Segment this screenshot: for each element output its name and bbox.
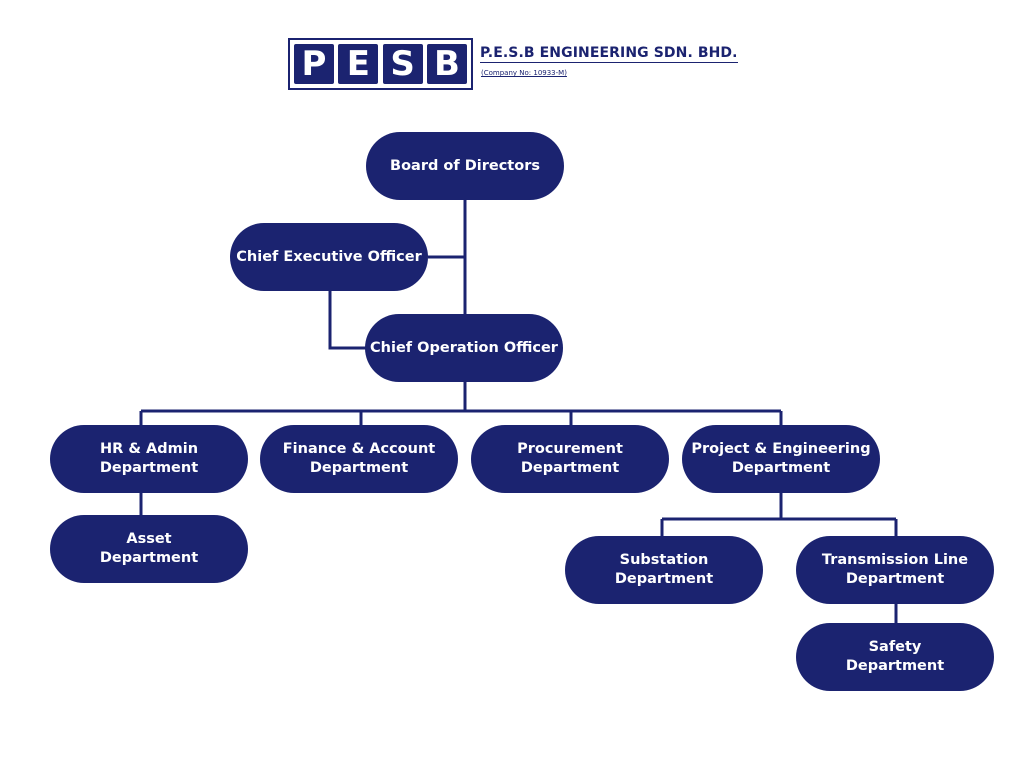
node-label: Department <box>845 658 945 674</box>
node-label: Project & Engineering <box>691 441 871 457</box>
node-safety-department: Safety Department <box>796 623 994 691</box>
node-substation-department: Substation Department <box>565 536 763 604</box>
node-label: Safety <box>868 639 922 655</box>
node-label: Department <box>99 550 199 566</box>
node-transmission-line-department: Transmission Line Department <box>796 536 994 604</box>
node-label: Chief Operation Officer <box>370 339 558 356</box>
node-label: Asset <box>126 531 172 547</box>
connector-ceo-coo <box>328 291 366 350</box>
logo-letter-p: P <box>294 44 334 84</box>
node-label: Department <box>520 460 620 476</box>
node-label: Procurement <box>517 441 623 457</box>
node-label: Department <box>731 460 831 476</box>
node-hr-admin-department: HR & Admin Department <box>50 425 248 493</box>
node-label: Department <box>614 571 714 587</box>
node-procurement-department: Procurement Department <box>471 425 669 493</box>
node-chief-operation-officer: Chief Operation Officer <box>365 314 563 382</box>
node-asset-department: Asset Department <box>50 515 248 583</box>
node-label: Transmission Line <box>821 552 969 568</box>
node-label: Department <box>309 460 409 476</box>
logo-letter-s: S <box>382 44 423 84</box>
node-label: Department <box>845 571 945 587</box>
node-label: Finance & Account <box>282 441 436 457</box>
node-label: HR & Admin <box>99 441 199 457</box>
node-finance-account-department: Finance & Account Department <box>260 425 458 493</box>
logo-letter-e: E <box>338 44 379 84</box>
node-label: Chief Executive Officer <box>236 248 422 265</box>
pesb-logo: P E S B <box>288 38 473 90</box>
logo-letter-b: B <box>426 44 467 84</box>
node-label: Department <box>99 460 199 476</box>
company-name: P.E.S.B ENGINEERING SDN. BHD. <box>480 45 738 63</box>
node-board-of-directors: Board of Directors <box>366 132 564 200</box>
node-label: Board of Directors <box>390 157 540 174</box>
node-label: Substation <box>619 552 709 568</box>
company-number: (Company No: 10933-M) <box>481 69 567 77</box>
node-chief-executive-officer: Chief Executive Officer <box>230 223 428 291</box>
node-project-engineering-department: Project & Engineering Department <box>682 425 880 493</box>
